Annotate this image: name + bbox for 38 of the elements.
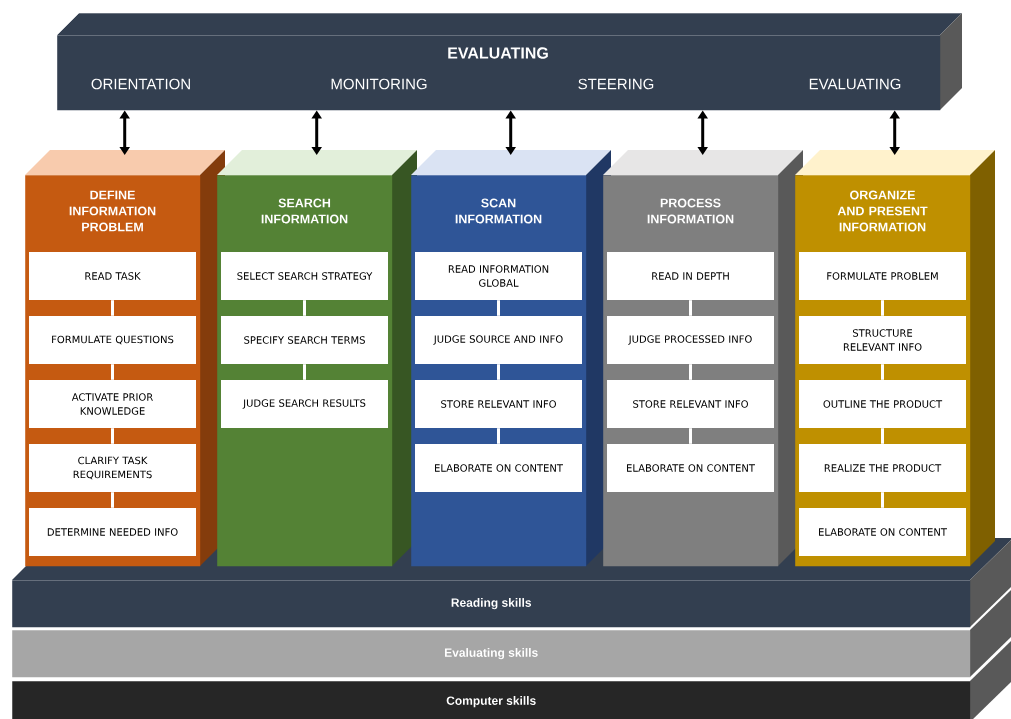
step-box: SELECT SEARCH STRATEGY (221, 252, 388, 300)
connector (881, 492, 884, 508)
step-box: STRUCTURE RELEVANT INFO (799, 316, 966, 364)
step-box: REALIZE THE PRODUCT (799, 444, 966, 492)
connector (881, 300, 884, 316)
connector (303, 300, 306, 316)
step-box: ELABORATE ON CONTENT (799, 508, 966, 556)
connector (881, 364, 884, 380)
connector (689, 300, 692, 316)
step-box: FORMULATE QUESTIONS (29, 316, 196, 364)
step-box: STORE RELEVANT INFO (607, 380, 774, 428)
connector (111, 364, 114, 380)
step-box: ELABORATE ON CONTENT (415, 444, 582, 492)
step-box: JUDGE SEARCH RESULTS (221, 380, 388, 428)
step-box: ACTIVATE PRIOR KNOWLEDGE (29, 380, 196, 428)
connector (881, 428, 884, 444)
connector (497, 364, 500, 380)
evaluating-bar: EVALUATING ORIENTATION MONITORING STEERING EVALUATING (56, 12, 963, 111)
step-box: READ IN DEPTH (607, 252, 774, 300)
step-box: READ INFORMATION GLOBAL (415, 252, 582, 300)
connector (111, 300, 114, 316)
connector (111, 428, 114, 444)
connector (497, 428, 500, 444)
step-box: JUDGE PROCESSED INFO (607, 316, 774, 364)
step-box: SPECIFY SEARCH TERMS (221, 316, 388, 364)
step-box: FORMULATE PROBLEM (799, 252, 966, 300)
connector (497, 300, 500, 316)
connector (111, 492, 114, 508)
step-box: READ TASK (29, 252, 196, 300)
connector (689, 364, 692, 380)
step-box: DETERMINE NEEDED INFO (29, 508, 196, 556)
connector (303, 364, 306, 380)
connector (689, 428, 692, 444)
step-box: ELABORATE ON CONTENT (607, 444, 774, 492)
step-box: CLARIFY TASK REQUIREMENTS (29, 444, 196, 492)
step-box: STORE RELEVANT INFO (415, 380, 582, 428)
step-box: OUTLINE THE PRODUCT (799, 380, 966, 428)
step-box: JUDGE SOURCE AND INFO (415, 316, 582, 364)
